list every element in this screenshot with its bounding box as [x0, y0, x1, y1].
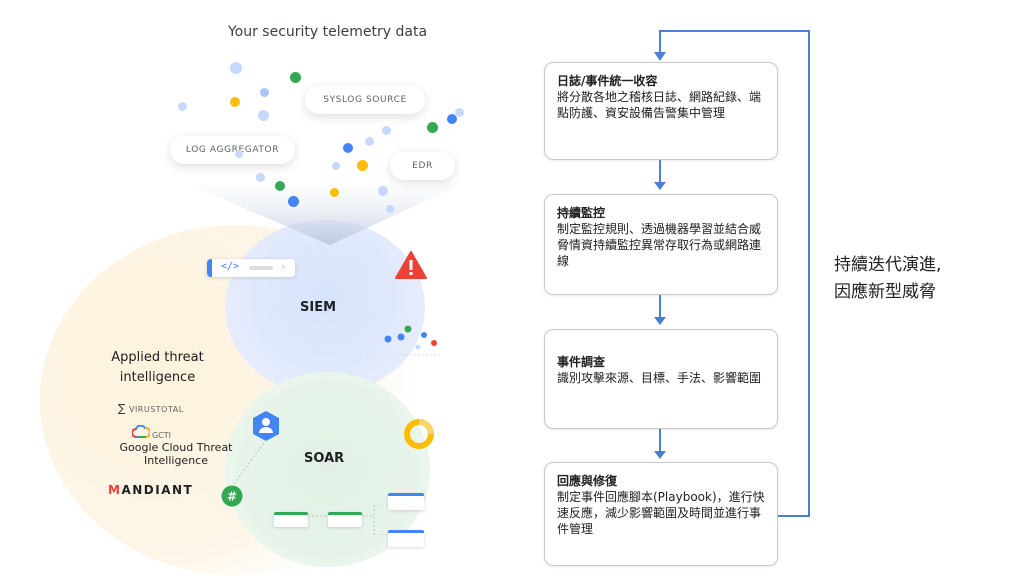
- telemetry-dot: [427, 122, 438, 133]
- syslog-source-pill: SYSLOG SOURCE: [305, 86, 425, 114]
- flow-step-monitoring: 持續監控 制定監控規則、透過機器學習並結合威脅情資持續監控異常存取行為或網路連線: [544, 194, 778, 295]
- loop-label-line1: 持續迭代演進,: [834, 255, 942, 275]
- step-body: 制定監控規則、透過機器學習並結合威脅情資持續監控異常存取行為或網路連線: [557, 222, 762, 268]
- flow-step-investigation: 事件調查 識別攻擊來源、目標、手法、影響範圍: [544, 329, 778, 429]
- telemetry-dot: [378, 186, 388, 196]
- svg-text:#: #: [227, 490, 237, 504]
- flow-arrow: [659, 160, 661, 184]
- flow-step-collection: 日誌/事件統一收容 將分散各地之稽核日誌、網路紀錄、端點防護、資安設備告警集中管…: [544, 62, 778, 160]
- telemetry-dot: [230, 97, 240, 107]
- flow-arrowhead: [654, 451, 666, 459]
- telemetry-dot: [178, 102, 187, 111]
- telemetry-dot: [258, 110, 269, 121]
- step-heading: 持續監控: [557, 206, 606, 220]
- step-body: 將分散各地之稽核日誌、網路紀錄、端點防護、資安設備告警集中管理: [557, 90, 762, 120]
- telemetry-dot: [260, 88, 269, 97]
- chevron-right-icon: ›: [281, 260, 286, 273]
- hashtag-icon: #: [221, 485, 243, 507]
- code-chip-bar: [249, 266, 273, 270]
- telemetry-dot: [357, 160, 368, 171]
- flow-step-response: 回應與修復 制定事件回應腳本(Playbook)，進行快速反應，減少影響範圍及時…: [544, 462, 778, 566]
- code-icon: </>: [221, 261, 240, 272]
- mandiant-m-glyph: M: [108, 483, 122, 497]
- telemetry-dot: [365, 137, 374, 146]
- google-cloud-threat-intel-label: Google Cloud Threat Intelligence: [119, 441, 233, 467]
- code-chip: </> ›: [207, 259, 295, 277]
- alert-triangle-icon: [395, 251, 427, 279]
- dotted-connector: [233, 439, 267, 485]
- telemetry-dot: [235, 150, 243, 158]
- mini-scatter-chart: [365, 315, 440, 356]
- edr-pill: EDR: [390, 152, 455, 180]
- virustotal-icon: ∑: [118, 402, 126, 415]
- telemetry-dot: [256, 173, 265, 182]
- telemetry-dot: [230, 62, 242, 74]
- telemetry-dot: [386, 205, 394, 213]
- google-cloud-icon: [132, 425, 150, 438]
- telemetry-dot: [455, 108, 464, 117]
- telemetry-dot: [447, 114, 457, 124]
- applied-threat-intel-label: Applied threat intelligence: [111, 350, 204, 385]
- code-chip-accent: [207, 259, 212, 277]
- flow-arrowhead: [654, 182, 666, 190]
- workflow-card: [328, 512, 362, 527]
- loop-label-line2: 因應新型威脅: [834, 282, 936, 302]
- step-body: 制定事件回應腳本(Playbook)，進行快速反應，減少影響範圍及時間並進行事件…: [557, 490, 765, 536]
- telemetry-dot: [330, 188, 339, 197]
- step-heading: 事件調查: [557, 355, 606, 369]
- loop-label: 持續迭代演進, 因應新型威脅: [834, 252, 941, 306]
- user-hexagon-icon: [253, 411, 279, 441]
- virustotal-label: VIRUSTOTAL: [128, 405, 184, 414]
- flow-arrow: [659, 429, 661, 453]
- workflow-card: [388, 493, 424, 510]
- log-aggregator-pill: LOG AGGREGATOR: [170, 136, 295, 164]
- telemetry-dot: [290, 72, 301, 83]
- step-body: 識別攻擊來源、目標、手法、影響範圍: [557, 371, 762, 385]
- mandiant-label: ANDIANT: [121, 483, 194, 497]
- telemetry-dot: [382, 126, 391, 135]
- telemetry-dot: [332, 162, 340, 170]
- flow-arrowhead: [654, 317, 666, 325]
- workflow-connectors: [308, 505, 388, 535]
- telemetry-dot: [343, 143, 353, 153]
- telemetry-dot: [275, 181, 285, 191]
- flow-arrow: [659, 295, 661, 319]
- workflow-card: [274, 512, 308, 527]
- telemetry-dot: [288, 196, 299, 207]
- feedback-loop-arrow: [654, 30, 810, 517]
- siem-circle: [225, 220, 425, 395]
- virustotal-logo: ∑ VIRUSTOTAL: [118, 402, 184, 415]
- donut-chart-icon: [404, 419, 434, 449]
- siem-label: SIEM: [300, 300, 337, 315]
- step-heading: 日誌/事件統一收容: [557, 74, 658, 88]
- workflow-card: [388, 530, 424, 547]
- soar-label: SOAR: [304, 451, 345, 466]
- gcti-label: GCTI: [152, 431, 172, 440]
- mandiant-logo: MANDIANT: [108, 483, 193, 497]
- step-heading: 回應與修復: [557, 474, 618, 488]
- funnel-shape: [190, 185, 460, 245]
- telemetry-title: Your security telemetry data: [227, 24, 428, 40]
